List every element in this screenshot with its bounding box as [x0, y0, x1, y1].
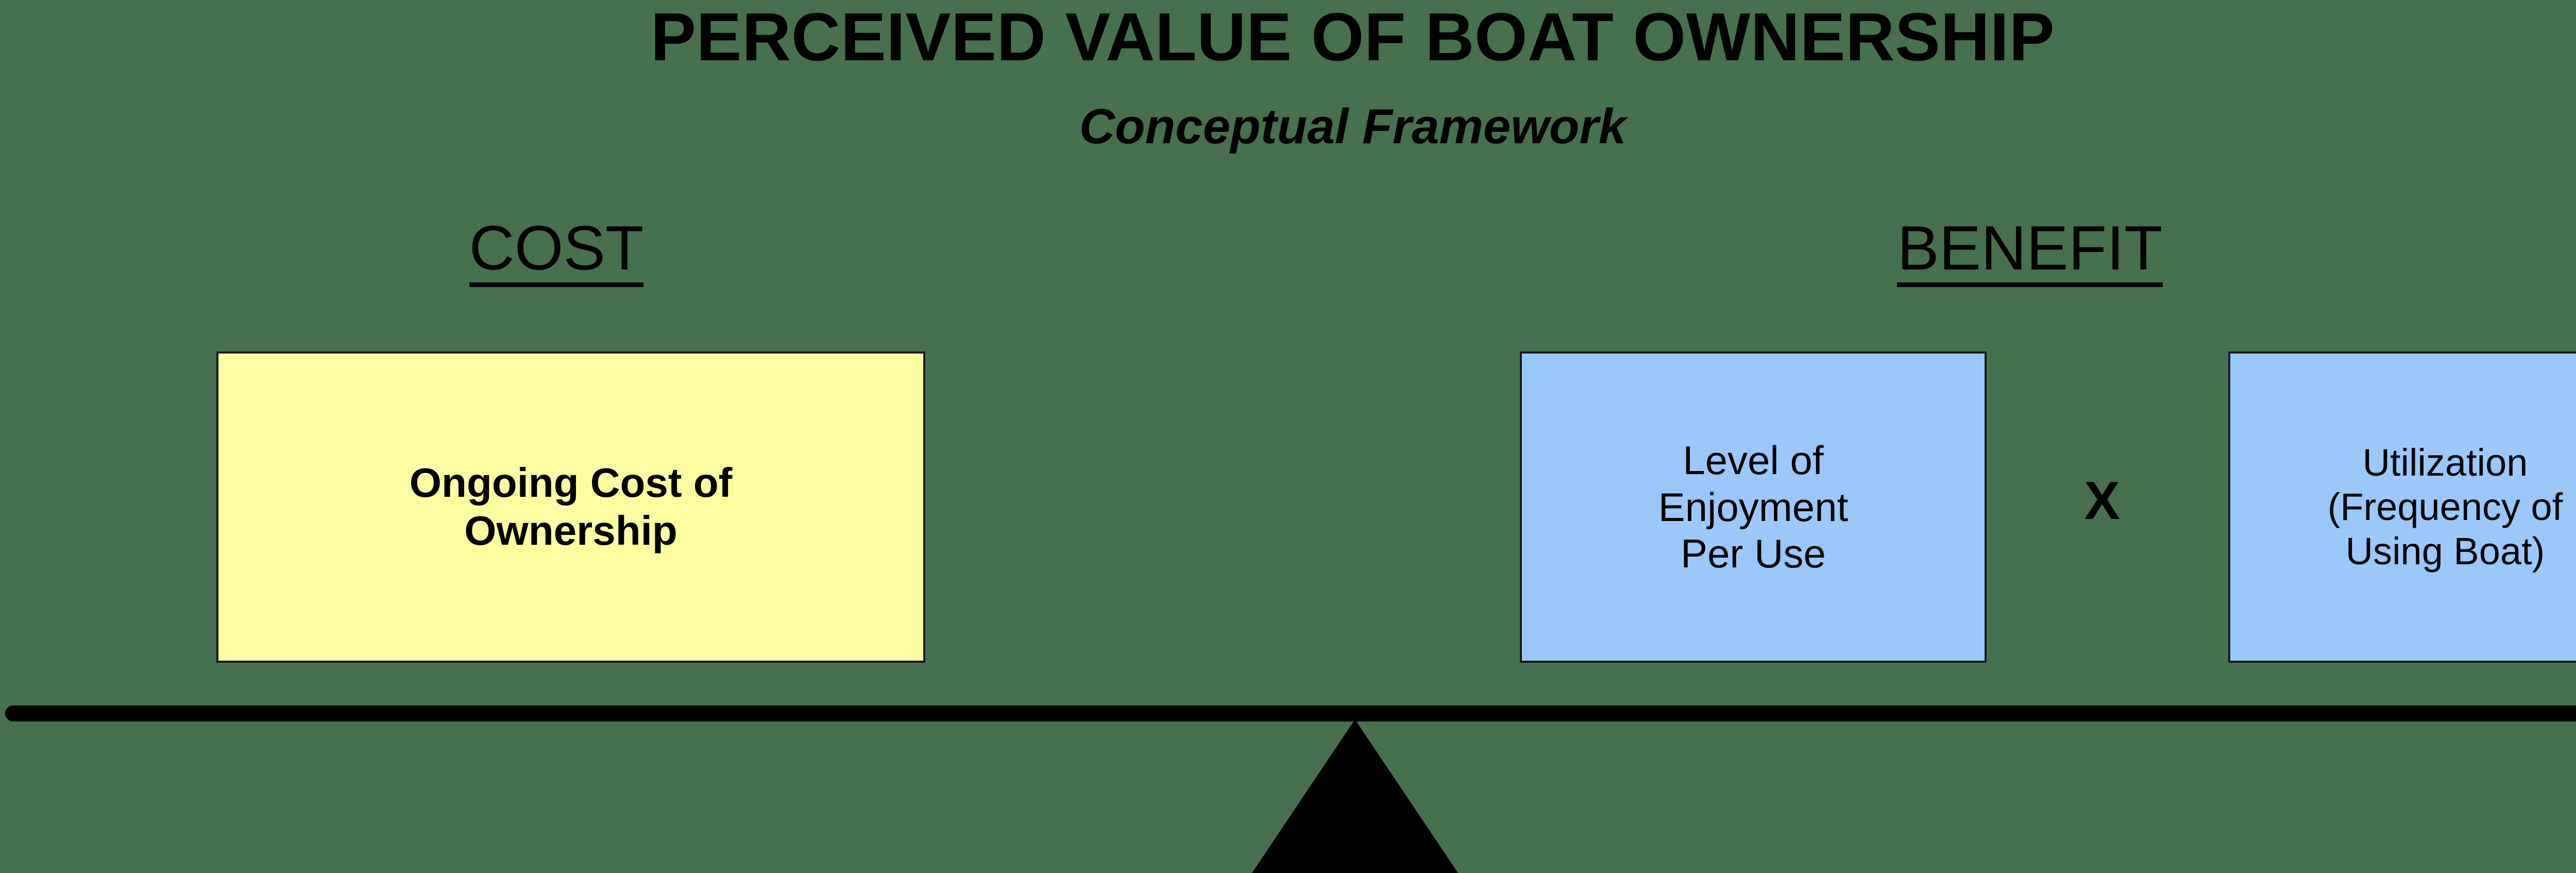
balance-beam — [5, 706, 2576, 721]
multiply-operator: X — [2084, 471, 2120, 531]
benefit-section-heading: BENEFIT — [1793, 216, 2267, 287]
benefit-heading-label: BENEFIT — [1897, 216, 2163, 287]
cost-node-ongoing-cost-of-ownership: Ongoing Cost of Ownership — [216, 351, 925, 663]
fulcrum-triangle-icon — [1252, 719, 1458, 873]
benefit-node-level-of-enjoyment-per-use: Level of Enjoyment Per Use — [1520, 351, 1987, 663]
page-subtitle: Conceptual Framework — [1079, 99, 1626, 154]
benefit-node-enjoyment-label: Level of Enjoyment Per Use — [1658, 438, 1849, 577]
page-title: PERCEIVED VALUE OF BOAT OWNERSHIP — [650, 0, 2055, 75]
cost-node-label: Ongoing Cost of Ownership — [409, 460, 733, 553]
benefit-node-utilization-frequency-of-using-boat: Utilization (Frequency of Using Boat) — [2228, 351, 2576, 663]
benefit-node-utilization-label: Utilization (Frequency of Using Boat) — [2327, 441, 2563, 573]
cost-section-heading: COST — [350, 216, 762, 287]
cost-heading-label: COST — [469, 216, 644, 287]
